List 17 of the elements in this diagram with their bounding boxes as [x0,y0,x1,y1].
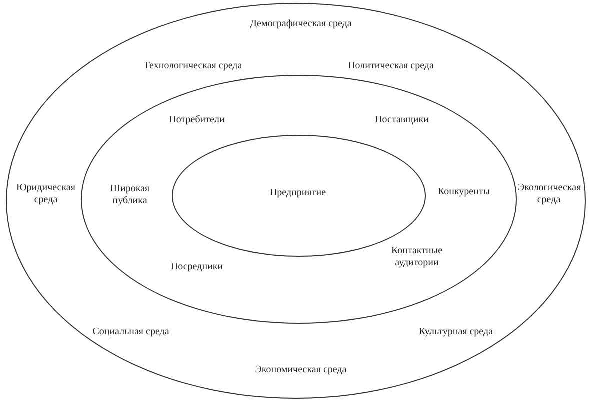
ellipse-label: Демографическая среда [250,18,352,30]
ellipse-label: Контактные аудитории [390,246,444,268]
ellipse-label: Социальная среда [92,326,170,338]
ellipse-label: Политическая среда [348,60,434,72]
ellipse-label: Предприятие [270,187,326,199]
microenvironment-ellipse [81,75,517,324]
ellipse-label: Широкая публика [109,184,151,206]
ellipse-label: Культурная среда [418,326,494,338]
environment-ellipse [6,3,586,399]
ellipse-label: Экономическая среда [255,364,347,376]
ellipse-label: Поставщики [375,114,429,126]
ellipse-label: Потребители [169,114,225,126]
ellipse-label: Юридическая среда [16,182,76,206]
ellipse-label: Посредники [170,261,224,273]
ellipse-label: Конкуренты [438,186,490,198]
ellipse-label: Технологическая среда [144,60,242,72]
ellipse-label: Экологическая среда [518,182,580,206]
